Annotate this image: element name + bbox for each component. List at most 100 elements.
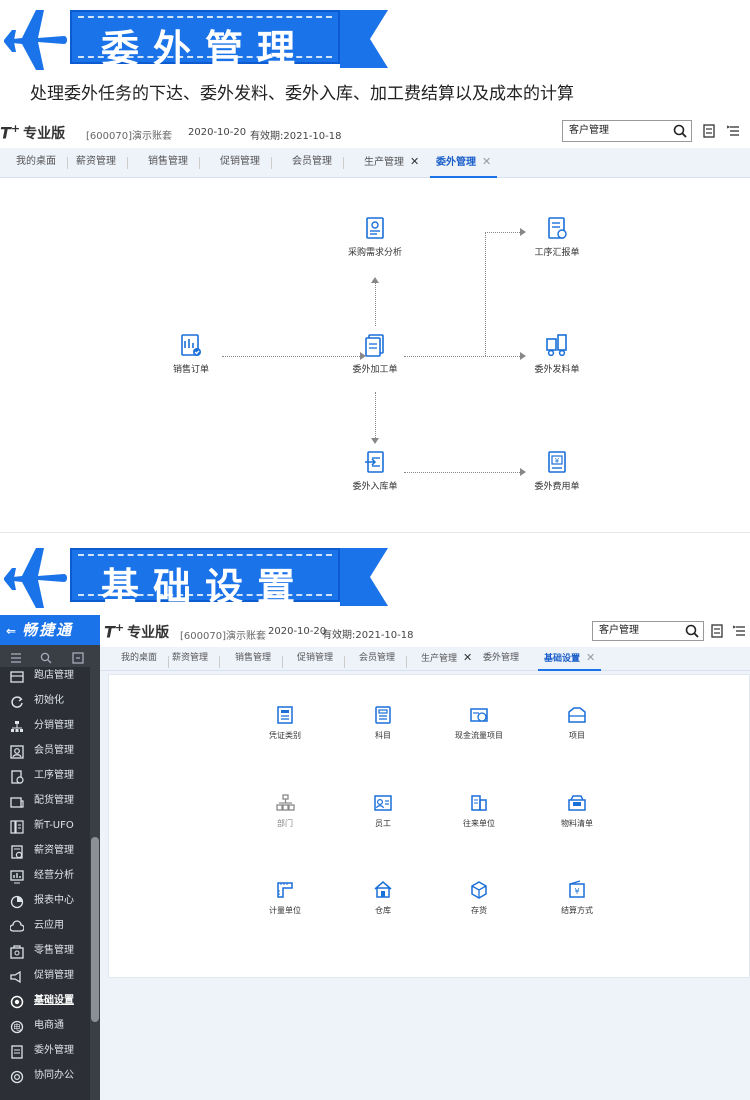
tab-production[interactable]: 生产管理✕ [421,651,473,664]
office-icon [10,1069,24,1084]
node-label: 委外入库单 [352,482,398,492]
node-purchase-analysis[interactable]: 采购需求分析 [330,216,420,258]
tab-sales[interactable]: 销售管理 [148,148,200,178]
sidebar-item-label: 云应用 [34,920,64,931]
tab-promo[interactable]: 促销管理 [220,148,272,178]
promo-icon [10,969,24,984]
menu-icon[interactable] [732,624,746,638]
node-outsource-expense[interactable]: ¥ 委外费用单 [512,450,602,492]
arrow-up-icon [371,277,379,283]
cashflow-icon [439,705,519,725]
list-icon[interactable] [10,649,22,663]
close-icon[interactable]: ✕ [586,651,596,664]
close-icon[interactable]: ✕ [482,155,492,168]
add-icon[interactable] [72,649,84,664]
salary-icon [10,844,24,859]
banner-outsource: 委外管理 [0,0,750,80]
sidebar-item[interactable]: 基础设置 [0,988,90,1013]
grid-item-inventory[interactable]: 存货 [439,880,519,916]
menu-icon[interactable] [726,124,740,138]
tab-outsource[interactable]: 委外管理✕ [430,148,498,178]
sidebar-item[interactable]: 工序管理 [0,763,90,788]
search-icon[interactable] [685,624,699,638]
grid-item-bill-of-materials[interactable]: 物料清单 [537,793,617,829]
grid-item-label: 结算方式 [561,906,593,915]
grid-item-cashflow-item[interactable]: 现金流量项目 [439,705,519,741]
node-process-report[interactable]: 工序汇报单 [512,216,602,258]
sidebar-item-label: 促销管理 [34,970,74,981]
sidebar-item[interactable]: 委外管理 [0,1038,90,1063]
sidebar-item[interactable]: 零售管理 [0,938,90,963]
banner-ribbon: 委外管理 [70,10,340,71]
grid-item-voucher-type[interactable]: 凭证类别 [245,705,325,741]
grid-item-label: 凭证类别 [269,731,301,740]
tab-salary[interactable]: 薪资管理 [172,647,221,671]
tab-member[interactable]: 会员管理 [359,647,408,671]
grid-item-label: 部门 [277,819,293,828]
sidebar-item[interactable]: 会员管理 [0,738,90,763]
sidebar-item-label: 零售管理 [34,945,74,956]
node-label: 销售订单 [172,365,209,375]
sidebar-scrollbar[interactable] [90,667,100,1100]
sidebar-item[interactable]: 协同办公 [0,1063,90,1088]
sidebar-item[interactable]: 分销管理 [0,713,90,738]
sidebar-item-label: 会员管理 [34,745,74,756]
grid-item-employee[interactable]: 员工 [343,793,423,829]
node-outsource-issue[interactable]: 委外发料单 [512,333,602,375]
close-icon[interactable]: ✕ [463,651,473,664]
arrow-right-icon [360,352,366,360]
scrollbar-thumb[interactable] [91,837,99,1022]
search-input[interactable]: 客户管理 [562,120,692,142]
sidebar-item[interactable]: 新T-UFO [0,813,90,838]
search-icon[interactable] [673,124,687,138]
department-icon [245,793,325,813]
tab-promo[interactable]: 促销管理 [297,647,346,671]
sidebar-item[interactable]: 薪资管理 [0,838,90,863]
brand-logo[interactable]: ⇐畅捷通 [0,615,100,645]
grid-item-label: 往来单位 [463,819,495,828]
account-icon [343,705,423,725]
connector-line [485,232,486,356]
login-date: 2020-10-20 [268,626,327,637]
grid-item-department[interactable]: 部门 [245,793,325,829]
sidebar-item[interactable]: 报表中心 [0,888,90,913]
grid-item-partner[interactable]: 往来单位 [439,793,519,829]
node-label: 工序汇报单 [534,248,580,258]
calculator-icon[interactable] [710,624,724,638]
sidebar-item[interactable]: 跑店管理 [0,663,90,688]
tab-sales[interactable]: 销售管理 [235,647,284,671]
tab-outsource[interactable]: 委外管理 [483,653,520,663]
outsource-icon [10,1044,24,1059]
sidebar-item[interactable]: 配货管理 [0,788,90,813]
close-icon[interactable]: ✕ [410,155,420,168]
search-input[interactable]: 客户管理 [592,621,704,641]
tab-desktop[interactable]: 我的桌面 [121,647,170,671]
sidebar-item-label: 跑店管理 [34,670,74,681]
grid-item-warehouse[interactable]: 仓库 [343,880,423,916]
grid-item-settlement-method[interactable]: ¥结算方式 [537,880,617,916]
tab-basic-settings[interactable]: 基础设置✕ [538,647,602,671]
node-sales-order[interactable]: 销售订单 [146,333,236,375]
node-outsource-receipt[interactable]: 委外入库单 [330,450,420,492]
sidebar-item-label: 基础设置 [34,995,74,1006]
svg-text:电: 电 [13,1022,21,1032]
grid-item-label: 科目 [375,731,391,740]
tab-desktop[interactable]: 我的桌面 [16,148,68,178]
sidebar-item[interactable]: 云应用 [0,913,90,938]
sidebar-item[interactable]: 电电商通 [0,1013,90,1038]
grid-item-unit[interactable]: 计量单位 [245,880,325,916]
node-outsource-order[interactable]: 委外加工单 [330,333,420,375]
tab-salary[interactable]: 薪资管理 [76,148,128,178]
sidebar-item[interactable]: 经营分析 [0,863,90,888]
calculator-icon[interactable] [702,124,716,138]
search-icon[interactable] [40,649,52,664]
grid-item-project[interactable]: 项目 [537,705,617,741]
sidebar-item-label: 薪资管理 [34,845,74,856]
grid-item-account[interactable]: 科目 [343,705,423,741]
tab-member[interactable]: 会员管理 [292,148,344,178]
tab-production[interactable]: 生产管理✕ [364,155,420,168]
divider [0,532,750,533]
org-icon [10,719,24,733]
sidebar-item[interactable]: 促销管理 [0,963,90,988]
sidebar-item[interactable]: 初始化 [0,688,90,713]
